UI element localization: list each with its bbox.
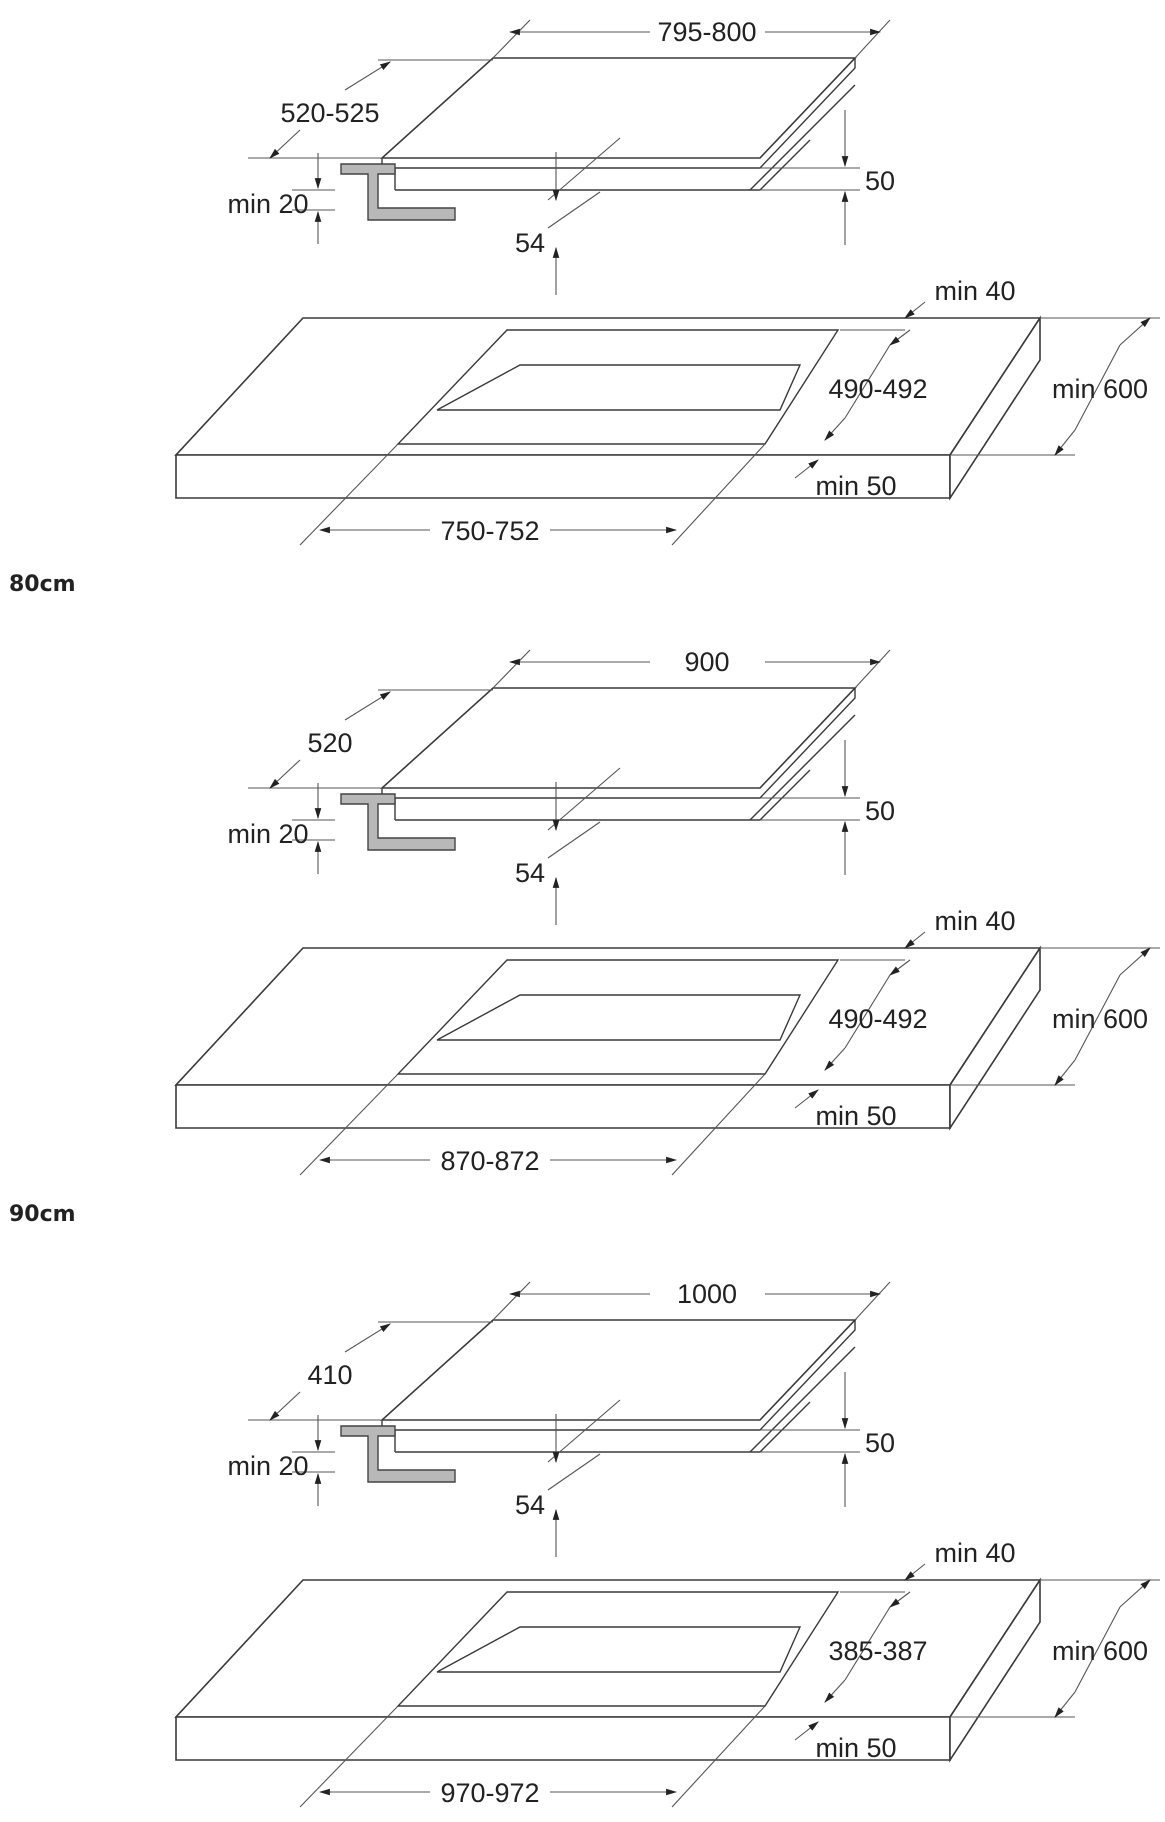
cut-width-label: 970-972 <box>440 1778 539 1808</box>
hob-height-dimension: 50 <box>760 110 895 245</box>
hob-width-dimension: 1000 <box>492 1279 891 1321</box>
cut-width-dimension: 870-872 <box>318 1146 678 1176</box>
hob-depth-dimension: 410 <box>248 1321 493 1421</box>
cut-depth-dimension: 385-387 <box>824 1591 928 1703</box>
hob-width-dimension: 900 <box>492 647 891 689</box>
hob-unit <box>379 1319 857 1453</box>
cut-width-dimension: 970-972 <box>318 1778 678 1808</box>
cut-depth-label: 490-492 <box>828 374 927 404</box>
hob-height-label: 50 <box>865 1428 895 1458</box>
diagram-panel-2: 900 520 min 20 50 <box>0 630 1165 1190</box>
insert-depth-dimension: 54 <box>515 1399 621 1557</box>
back-clearance-label: min 40 <box>934 906 1015 936</box>
hob-unit <box>379 687 857 821</box>
counter-depth-dimension: min 600 <box>950 947 1160 1086</box>
mounting-bracket <box>340 1425 456 1483</box>
panel-caption-90cm: 90cm <box>9 1202 76 1227</box>
insert-depth-dimension: 54 <box>515 767 621 925</box>
edge-gap-label: min 20 <box>227 819 308 849</box>
installation-diagram-svg: 1000 410 min 20 50 <box>174 1279 1160 1808</box>
hob-depth-label: 520 <box>307 728 352 758</box>
hob-height-label: 50 <box>865 796 895 826</box>
hob-depth-label: 520-525 <box>280 98 379 128</box>
counter-thickness-label: min 50 <box>815 471 896 501</box>
counter-thickness-dimension: min 50 <box>794 1089 897 1131</box>
hob-height-label: 50 <box>865 166 895 196</box>
edge-gap-dimension: min 20 <box>227 153 335 244</box>
hob-depth-dimension: 520-525 <box>248 59 493 159</box>
hob-height-dimension: 50 <box>760 740 895 875</box>
installation-diagram-svg: 900 520 min 20 50 <box>174 647 1160 1176</box>
insert-depth-dimension: 54 <box>515 137 621 295</box>
hob-width-label: 1000 <box>677 1279 737 1309</box>
counter-thickness-dimension: min 50 <box>794 1721 897 1763</box>
edge-gap-dimension: min 20 <box>227 783 335 874</box>
back-clearance-dimension: min 40 <box>840 1538 1016 1593</box>
hob-depth-dimension: 520 <box>248 689 493 789</box>
edge-gap-label: min 20 <box>227 1451 308 1481</box>
counter-thickness-label: min 50 <box>815 1733 896 1763</box>
countertop <box>174 945 1042 1176</box>
hob-depth-label: 410 <box>307 1360 352 1390</box>
cut-depth-dimension: 490-492 <box>824 329 928 441</box>
edge-gap-dimension: min 20 <box>227 1415 335 1506</box>
hob-width-label: 900 <box>684 647 729 677</box>
insert-depth-label: 54 <box>515 228 545 258</box>
countertop <box>174 1577 1042 1808</box>
mounting-bracket <box>340 793 456 851</box>
counter-thickness-label: min 50 <box>815 1101 896 1131</box>
counter-depth-label: min 600 <box>1052 374 1148 404</box>
cut-width-label: 870-872 <box>440 1146 539 1176</box>
diagram-panel-3: 1000 410 min 20 50 <box>0 1262 1165 1822</box>
cut-width-dimension: 750-752 <box>318 516 678 546</box>
counter-depth-dimension: min 600 <box>950 317 1160 456</box>
hob-width-label: 795-800 <box>657 17 756 47</box>
insert-depth-label: 54 <box>515 1490 545 1520</box>
cut-width-label: 750-752 <box>440 516 539 546</box>
diagram-panel-1: 795-800 520-525 min 20 50 <box>0 0 1165 560</box>
counter-depth-dimension: min 600 <box>950 1579 1160 1718</box>
back-clearance-dimension: min 40 <box>840 906 1016 961</box>
cut-depth-label: 385-387 <box>828 1636 927 1666</box>
counter-depth-label: min 600 <box>1052 1004 1148 1034</box>
installation-diagram-svg: 795-800 520-525 min 20 50 <box>174 17 1160 546</box>
hob-width-dimension: 795-800 <box>492 17 891 59</box>
panel-caption-80cm: 80cm <box>9 572 76 597</box>
countertop <box>174 315 1042 546</box>
insert-depth-label: 54 <box>515 858 545 888</box>
back-clearance-label: min 40 <box>934 1538 1015 1568</box>
edge-gap-label: min 20 <box>227 189 308 219</box>
cut-depth-dimension: 490-492 <box>824 959 928 1071</box>
hob-unit <box>379 57 857 191</box>
counter-depth-label: min 600 <box>1052 1636 1148 1666</box>
cut-depth-label: 490-492 <box>828 1004 927 1034</box>
back-clearance-dimension: min 40 <box>840 276 1016 331</box>
counter-thickness-dimension: min 50 <box>794 459 897 501</box>
hob-height-dimension: 50 <box>760 1372 895 1507</box>
mounting-bracket <box>340 163 456 221</box>
back-clearance-label: min 40 <box>934 276 1015 306</box>
